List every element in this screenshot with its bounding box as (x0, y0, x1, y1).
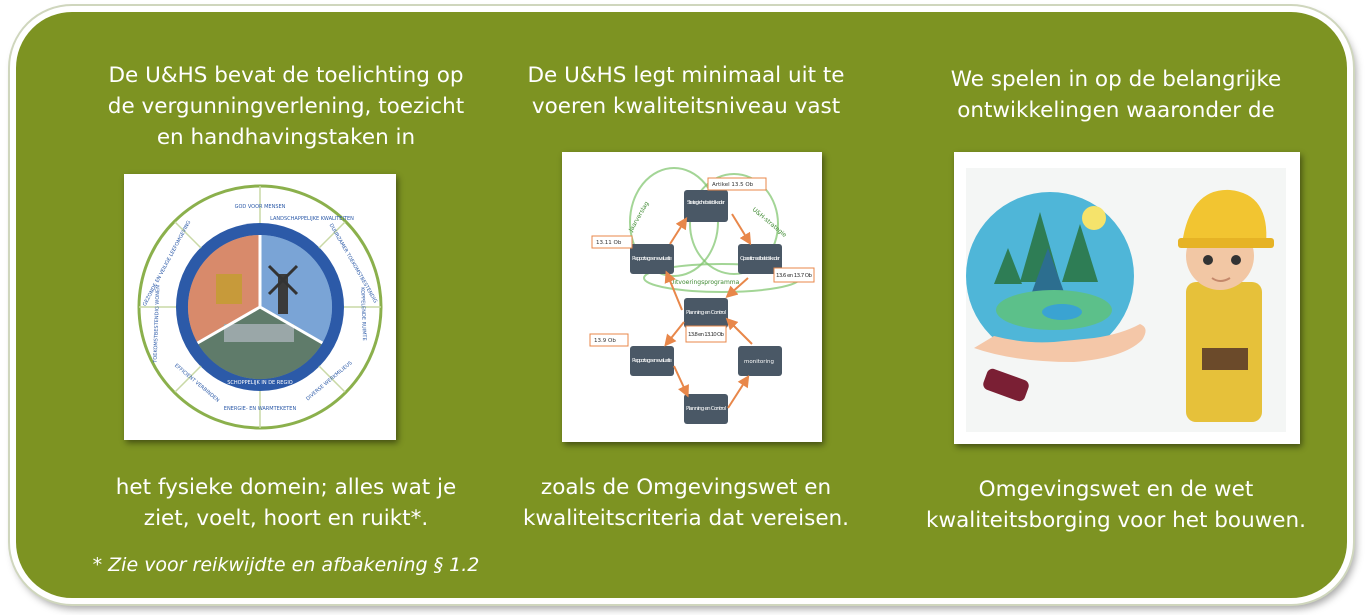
ref-13-5: Artikel 13.5 Ob (712, 182, 754, 188)
wheel-label-right: KOPPELENDE RUIMTE (359, 287, 367, 341)
col2-intro-text: De U&HS legt minimaal uit te voeren kwal… (527, 63, 845, 119)
quality-cycle-card: Jaarverslag U&H-strategie Uitvoeringspro… (562, 152, 822, 442)
box-planning-control-bottom (684, 394, 728, 424)
svg-text:Planning en Control: Planning en Control (686, 406, 726, 412)
arc-label-uitvoering: Uitvoeringsprogramma (670, 279, 740, 286)
green-rounded-panel: De U&HS bevat de toelichting op de vergu… (10, 6, 1353, 604)
col2-outro-text: zoals de Omgevingswet en kwaliteitscrite… (522, 475, 850, 531)
wheel-label-bottom: ENERGIE- EN WARMTEKETEN (224, 406, 297, 412)
wheel-label-top-right: LANDSCHAPPELIJKE KWALITEITEN (270, 216, 354, 222)
box-strategisch (684, 190, 728, 222)
box-operationeel (738, 244, 782, 274)
ref-13-9: 13.9 Ob (594, 338, 616, 344)
svg-text:Planning en Control: Planning en Control (686, 310, 726, 316)
wheel-label-left: TOEKOMSTBESTENDIG WONEN (153, 285, 162, 364)
col1-outro-text: het fysieke domein; alles wat je ziet, v… (115, 475, 457, 531)
box-rapportage-bottom (630, 346, 674, 376)
wheel-diagram-card: GOD VOOR MENSEN LANDSCHAPPELIJKE KWALITE… (124, 174, 396, 440)
builder-illustration-card (954, 152, 1300, 444)
col1-intro-text: De U&HS bevat de toelichting op de vergu… (107, 63, 465, 150)
quality-cycle-diagram: Jaarverslag U&H-strategie Uitvoeringspro… (589, 167, 815, 424)
wheel-diagram: GOD VOOR MENSEN LANDSCHAPPELIJKE KWALITE… (137, 184, 383, 430)
ref-13-11: 13.11 Ob (596, 240, 622, 246)
wheel-label-inner-bottom: SCHOPPELIJK IN DE REGIO (227, 380, 293, 386)
ref-13-6: 13.6 en 13.7 Ob (776, 273, 813, 279)
svg-text:Strategische beleidskader: Strategische beleidskader (687, 200, 726, 206)
arc-label-strategie: U&H-strategie (751, 206, 788, 239)
svg-text:monitoring: monitoring (744, 359, 774, 365)
svg-text:Rapportage en evaluatie: Rapportage en evaluatie (632, 256, 673, 262)
wheel-label-top: GOD VOOR MENSEN (235, 204, 286, 210)
earth-in-hand-illustration (966, 168, 1286, 432)
ref-13-8: 13.8 en 13.10 Ob (688, 332, 725, 338)
box-rapportage-top (630, 244, 674, 274)
svg-text:Operationeel beleidskader: Operationeel beleidskader (740, 256, 781, 262)
col3-intro-text: We spelen in op de belangrijke ontwikkel… (950, 67, 1282, 123)
col3-outro-text: Omgevingswet en de wet kwaliteitsborging… (926, 477, 1306, 533)
box-monitoring (738, 346, 782, 376)
box-planning-control-mid (684, 298, 728, 328)
svg-text:Rapportage en evaluatie: Rapportage en evaluatie (632, 358, 673, 364)
scope-footnote: * Zie voor reikwijdte en afbakening § 1.… (92, 554, 480, 576)
